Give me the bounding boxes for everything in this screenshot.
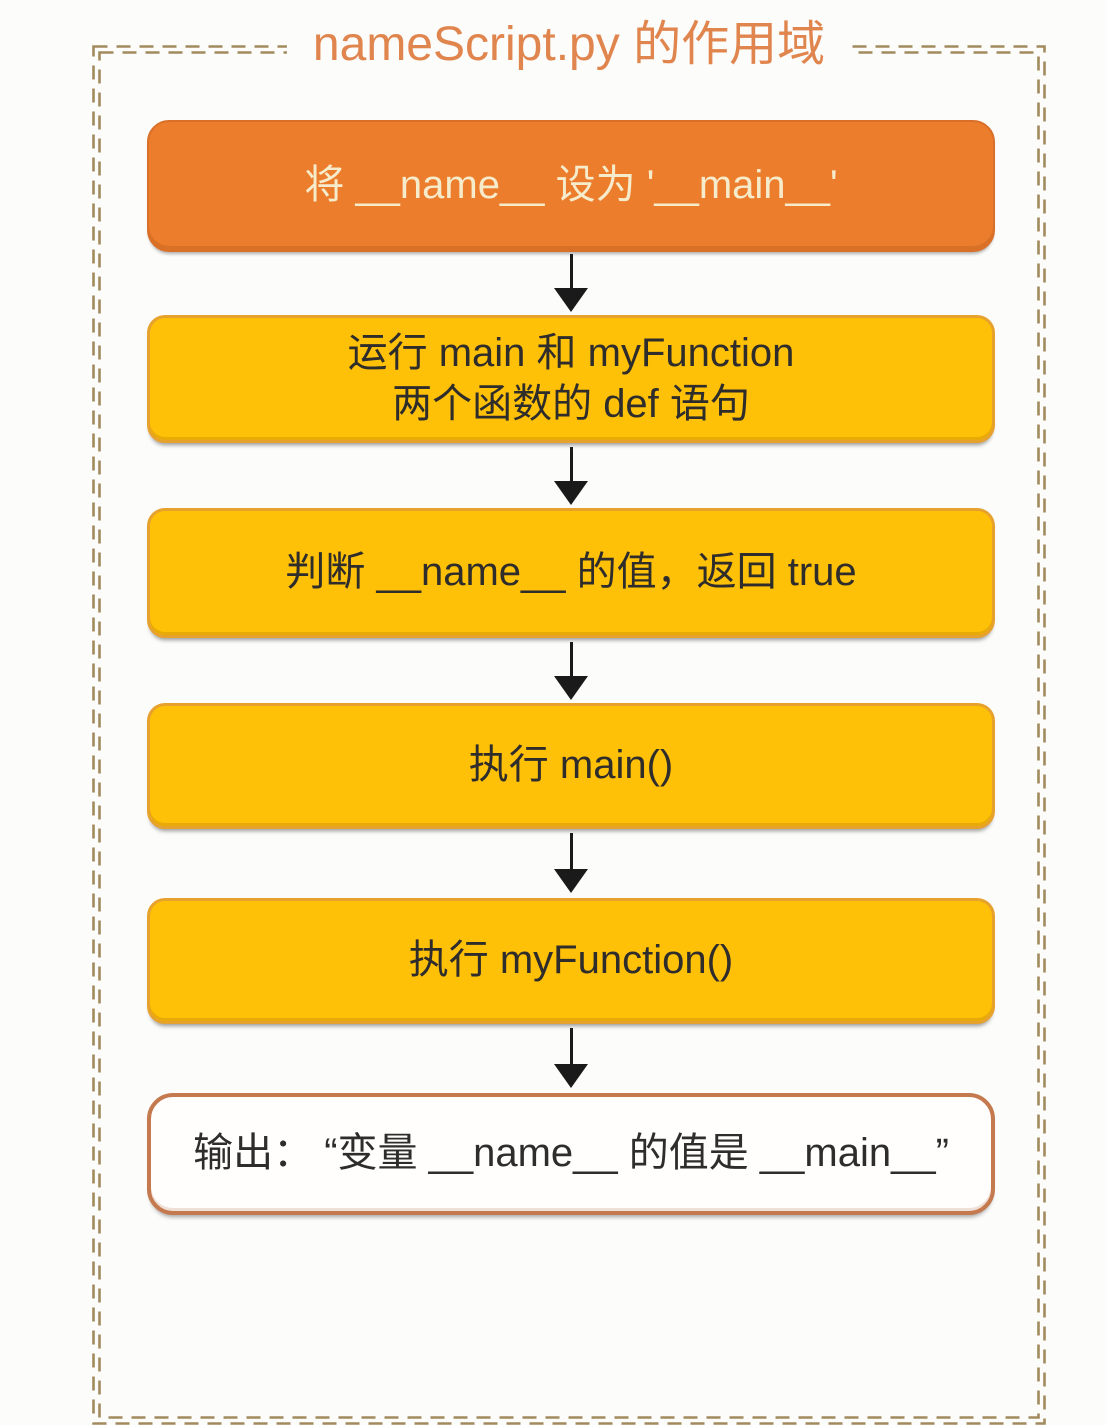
arrow-down-icon	[537, 642, 605, 700]
step-run-main-label: 执行 main()	[468, 743, 674, 788]
step-set-name-label: 将 __name__ 设为 '__main__'	[304, 163, 838, 208]
arrow-shaft	[569, 447, 573, 481]
arrow-down-icon	[537, 1028, 605, 1088]
step-check-name-label: 判断 __name__ 的值，返回 true	[285, 550, 857, 595]
arrow-down-icon	[537, 833, 605, 893]
step-run-myfunction-box: 执行 myFunction()	[147, 898, 995, 1024]
arrow-shaft	[569, 642, 573, 676]
step-run-myfunction-label: 执行 myFunction()	[408, 938, 734, 983]
diagram-title: nameScript.py 的作用域	[286, 12, 852, 78]
arrow-shaft	[569, 1028, 573, 1064]
step-run-defs-line-1: 运行 main 和 myFunction	[347, 330, 795, 375]
arrow-shaft	[569, 254, 573, 288]
arrow-head	[554, 676, 588, 700]
step-set-name-box: 将 __name__ 设为 '__main__'	[147, 120, 995, 252]
arrow-head	[554, 481, 588, 505]
step-output-box: 输出： “变量 __name__ 的值是 __main__”	[147, 1093, 995, 1215]
step-output-label: 输出： “变量 __name__ 的值是 __main__”	[193, 1131, 949, 1176]
arrow-down-icon	[537, 447, 605, 505]
arrow-head	[554, 1064, 588, 1088]
step-run-main-box: 执行 main()	[147, 703, 995, 829]
arrow-down-icon	[537, 254, 605, 312]
arrow-shaft	[569, 833, 573, 869]
arrow-head	[554, 288, 588, 312]
step-run-defs-box: 运行 main 和 myFunction 两个函数的 def 语句	[147, 315, 995, 443]
arrow-head	[554, 869, 588, 893]
step-check-name-box: 判断 __name__ 的值，返回 true	[147, 508, 995, 638]
step-run-defs-line-2: 两个函数的 def 语句	[392, 382, 750, 426]
